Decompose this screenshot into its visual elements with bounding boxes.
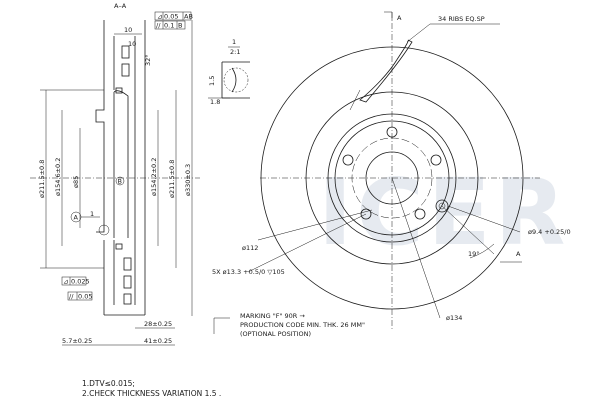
section-label: A–A bbox=[114, 2, 127, 10]
notes: 1.DTV≤0.015; 2.CHECK THICKNESS VARIATION… bbox=[82, 379, 221, 398]
note-2: 2.CHECK THICKNESS VARIATION 1.5 . bbox=[82, 389, 221, 398]
front-view: A 34 RIBS EQ.SP ø112 5X ø13 bbox=[212, 11, 571, 330]
svg-text:1.8: 1.8 bbox=[210, 98, 220, 106]
diameter-dims: ø211.5±0.8 ø154.6±0.2 ø85 ø154.2±0.2 ø21… bbox=[38, 20, 193, 316]
svg-text:1: 1 bbox=[232, 38, 236, 46]
svg-text:PRODUCTION CODE MIN. THK. 26 M: PRODUCTION CODE MIN. THK. 26 MM" bbox=[240, 321, 365, 329]
vane-angle: 32° bbox=[144, 54, 152, 66]
svg-text:⊿: ⊿ bbox=[63, 278, 68, 286]
bolt-holes bbox=[342, 126, 442, 220]
rib-slot bbox=[359, 39, 413, 103]
ribs-label: 34 RIBS EQ.SP bbox=[438, 15, 485, 23]
detail-view: 1 2:1 1.5 1.8 bbox=[208, 38, 250, 106]
svg-text://: // bbox=[156, 22, 161, 30]
pcd-dim: ø134 bbox=[446, 314, 462, 322]
svg-text:(OPTIONAL POSITION): (OPTIONAL POSITION) bbox=[240, 330, 311, 338]
outer-rim bbox=[260, 46, 524, 310]
svg-text:ø85: ø85 bbox=[72, 176, 80, 188]
hub-bore-dim: ø112 bbox=[242, 244, 258, 252]
angle-dim: 19° bbox=[468, 250, 480, 258]
svg-text:⊿: ⊿ bbox=[157, 13, 162, 21]
note-1: 1.DTV≤0.015; bbox=[82, 379, 135, 388]
svg-text:ø154.2±0.2: ø154.2±0.2 bbox=[150, 158, 158, 196]
bolt-dim: 5X ø13.3 +0.5/0 ▽105 bbox=[212, 268, 285, 276]
svg-text:AB: AB bbox=[184, 13, 193, 21]
tolerance-frame-top: ⊿ 0.05 AB // 0.1 B bbox=[154, 11, 193, 30]
svg-text:ø154.6±0.2: ø154.6±0.2 bbox=[54, 158, 62, 196]
svg-text:1.5: 1.5 bbox=[208, 76, 216, 86]
svg-text:2:1: 2:1 bbox=[230, 48, 240, 56]
friction-inner-edge bbox=[305, 91, 479, 265]
hat-offset-dim: 5.7±0.25 bbox=[62, 337, 92, 345]
svg-text:0.05: 0.05 bbox=[164, 13, 178, 21]
svg-text://: // bbox=[69, 293, 74, 301]
hat-height-dim: 41±0.25 bbox=[144, 337, 172, 345]
pin-hole-dim: ø9.4 +0.25/0 bbox=[528, 228, 571, 236]
svg-text:A: A bbox=[74, 214, 79, 222]
tolerance-frame-bottom: ⊿ 0.025 // 0.05 bbox=[61, 276, 92, 301]
thickness-dim: 28±0.25 bbox=[144, 320, 172, 328]
lower-ring bbox=[103, 240, 146, 316]
svg-text:0.05: 0.05 bbox=[78, 293, 92, 301]
inner-width-dim: 10 bbox=[128, 40, 136, 48]
upper-ring bbox=[103, 20, 146, 95]
view-label-a: A bbox=[397, 14, 402, 22]
svg-text:B: B bbox=[178, 22, 182, 30]
radius-dim: 1 bbox=[90, 210, 94, 218]
svg-text:B: B bbox=[118, 178, 122, 186]
svg-text:MARKING "F" 90R →: MARKING "F" 90R → bbox=[240, 312, 305, 320]
hat-section bbox=[95, 90, 146, 250]
section-view: A–A ⊿ 0.05 AB // 0.1 B 10 10 bbox=[30, 2, 200, 346]
marking-note: MARKING "F" 90R → PRODUCTION CODE MIN. T… bbox=[213, 312, 365, 338]
center-bore bbox=[365, 151, 419, 205]
svg-text:A: A bbox=[516, 250, 521, 258]
svg-text:ø211.5±0.8: ø211.5±0.8 bbox=[38, 160, 46, 198]
watermark: ICER bbox=[318, 159, 569, 266]
svg-text:ø211.5±0.8: ø211.5±0.8 bbox=[168, 160, 176, 198]
svg-text:ø330±0.3: ø330±0.3 bbox=[184, 164, 192, 196]
svg-text:0.1: 0.1 bbox=[164, 22, 174, 30]
svg-text:0.025: 0.025 bbox=[71, 278, 90, 286]
width-top-dim: 10 bbox=[124, 26, 132, 34]
